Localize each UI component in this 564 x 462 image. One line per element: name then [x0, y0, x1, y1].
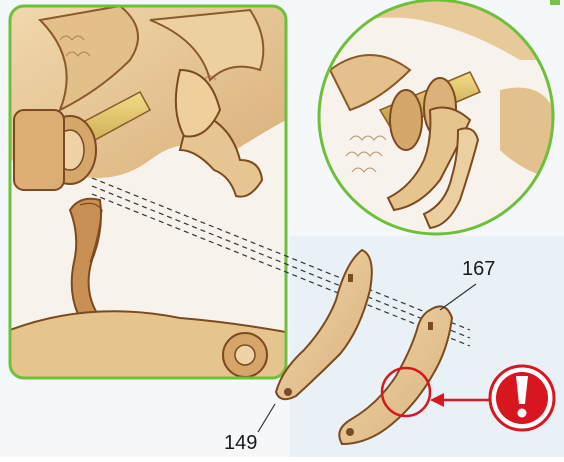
corner-mark	[550, 0, 560, 5]
detail-panel-left	[10, 6, 286, 378]
part-number-167: 167	[462, 258, 495, 281]
detail-circle-right	[318, 0, 554, 234]
exclamation-icon	[490, 366, 554, 430]
part-number-149: 149	[224, 432, 257, 455]
